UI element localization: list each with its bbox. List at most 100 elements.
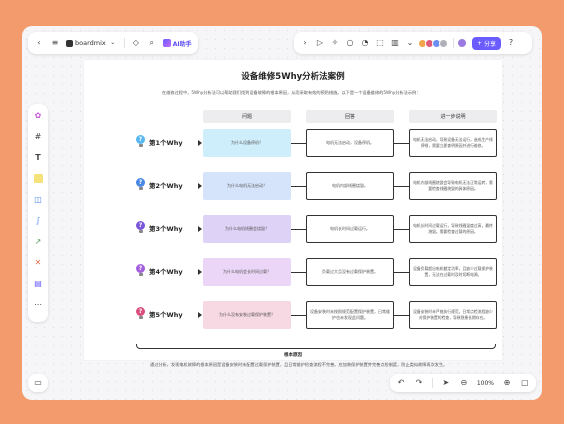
share-label: 分享 — [484, 40, 497, 48]
left-toolbar: ✿ # T ◫ ∫ ↗ ✕ ▤ ⋯ — [28, 104, 48, 322]
answer-box[interactable]: 设备安装时未按照规范配置保护装置，日常维护也未发现此问题。 — [306, 301, 394, 329]
why-label[interactable]: ? 第2个Why — [136, 178, 183, 191]
fullscreen-icon[interactable]: ▢ — [521, 378, 529, 387]
top-left-toolbar: ‹ ≡ boardmix ⌄ ◇ ⌕ AI助手 — [28, 32, 198, 54]
zoom-level[interactable]: 100% — [476, 379, 494, 387]
why-label-text: 第4个Why — [149, 267, 183, 276]
user-avatar[interactable] — [457, 38, 467, 48]
why-row: ? 第1个Why 为什么设备停机？ 电机无法启动，设备停机。 电机无法启动，导致… — [84, 128, 502, 158]
lightbulb-icon: ? — [136, 178, 145, 191]
brand-logo[interactable]: boardmix ⌄ — [66, 38, 118, 48]
help-icon[interactable]: ? — [508, 38, 514, 47]
doc-intro: 在维修过程中，5Why分析法可以帮助我们找到设备故障的根本原因，从而采取有效的预… — [162, 90, 421, 95]
question-box[interactable]: 为什么电机线圈会烧毁？ — [203, 215, 291, 243]
detail-box[interactable]: 电机无法启动，导致设备无法运行，造成生产线停顿，需要立即查明原因并进行维修。 — [409, 129, 497, 157]
conclusion-text: 通过分析，发现电机故障的根本原因是设备安装时未配置过载保护装置，且日常维护检查流… — [150, 362, 448, 367]
timer-icon[interactable]: ◔ — [361, 38, 369, 47]
why-label-text: 第1个Why — [149, 138, 183, 147]
answer-box[interactable]: 电机长时间过载运行。 — [306, 215, 394, 243]
connector-line — [394, 315, 409, 316]
detail-box[interactable]: 电机内部线圈烧毁会导致电机无法正常运转，需要检查线圈烧毁的具体原因。 — [409, 172, 497, 200]
template-icon[interactable]: ▤ — [34, 279, 42, 288]
play-icon[interactable]: ▷ — [316, 38, 324, 47]
menu-icon[interactable]: ≡ — [51, 38, 59, 47]
redo-icon[interactable]: ↷ — [415, 378, 423, 387]
minimap-toggle[interactable]: ▭ — [28, 374, 48, 392]
share-button[interactable]: + 分享 — [472, 36, 502, 50]
connector-line — [291, 272, 306, 273]
why-row: ? 第5个Why 为什么没有安装过载保护装置？ 设备安装时未按照规范配置保护装置… — [84, 300, 502, 330]
back-icon[interactable]: ‹ — [37, 38, 41, 47]
detail-box[interactable]: 设备安装时未严格执行规范，日常点检流程缺少对保护装置的检查，导致隐患长期存在。 — [409, 301, 497, 329]
vote-icon[interactable]: ⬚ — [376, 38, 384, 47]
reaction-icon[interactable]: ✧ — [331, 38, 339, 47]
avatar — [439, 38, 448, 48]
mindmap-icon[interactable]: ✕ — [34, 258, 42, 267]
chart-icon[interactable]: ▥ — [391, 38, 399, 47]
question-box[interactable]: 为什么电机会长时间过载？ — [203, 258, 291, 286]
frame-icon[interactable]: # — [34, 132, 42, 141]
connector-line — [291, 315, 306, 316]
question-box[interactable]: 为什么电机无法启动？ — [203, 172, 291, 200]
lightbulb-icon: ? — [136, 264, 145, 277]
pen-icon[interactable]: ∫ — [35, 216, 41, 225]
why-row: ? 第3个Why 为什么电机线圈会烧毁？ 电机长时间过载运行。 电机长时间过载运… — [84, 214, 502, 244]
why-row: ? 第4个Why 为什么电机会长时间过载？ 负载过大且没有过载保护装置。 设备负… — [84, 257, 502, 287]
shape-icon[interactable]: ◫ — [34, 195, 42, 204]
ai-assistant-button[interactable]: AI助手 — [162, 39, 192, 48]
app-window: ‹ ≡ boardmix ⌄ ◇ ⌕ AI助手 › ▷ ✧ ○ ◔ ⬚ ▥ ⌄ — [22, 26, 542, 400]
connector-line — [394, 229, 409, 230]
arrow-icon — [198, 140, 202, 146]
answer-box[interactable]: 电机内部线圈烧毁。 — [306, 172, 394, 200]
ai-spark-icon — [162, 39, 171, 47]
collaborator-avatars[interactable] — [418, 38, 448, 48]
pointer-icon[interactable]: ➤ — [442, 378, 450, 387]
divider — [453, 38, 454, 48]
header-detail: 进一步说明 — [409, 110, 497, 123]
why-label[interactable]: ? 第4个Why — [136, 264, 183, 277]
zoom-in-icon[interactable]: ⊕ — [503, 378, 511, 387]
expand-icon[interactable]: › — [303, 38, 307, 47]
sticky-note-icon[interactable] — [33, 173, 44, 184]
why-label-text: 第3个Why — [149, 224, 183, 233]
connector-icon[interactable]: ↗ — [34, 237, 42, 246]
answer-box[interactable]: 电机无法启动，设备停机。 — [306, 129, 394, 157]
detail-box[interactable]: 电机长时间过载运行，导致线圈温度过高，最终烧毁。需要检查过载的原因。 — [409, 215, 497, 243]
why-label[interactable]: ? 第3个Why — [136, 221, 183, 234]
arrow-icon — [198, 226, 202, 232]
comment-icon[interactable]: ○ — [346, 38, 354, 47]
tag-icon[interactable]: ◇ — [132, 38, 139, 47]
top-right-toolbar: › ▷ ✧ ○ ◔ ⬚ ▥ ⌄ + 分享 ? — [294, 32, 532, 54]
minimap-icon: ▭ — [34, 378, 42, 387]
arrow-icon — [198, 312, 202, 318]
why-label-text: 第5个Why — [149, 310, 183, 319]
more-icon[interactable]: ⋯ — [34, 300, 42, 309]
chevron-down-icon: ⌄ — [110, 39, 116, 46]
connector-line — [394, 272, 409, 273]
header-question: 问题 — [203, 110, 291, 123]
lightbulb-icon: ? — [136, 135, 145, 148]
more-apps-icon[interactable]: ⌄ — [406, 38, 414, 47]
connector-line — [291, 186, 306, 187]
why-label[interactable]: ? 第5个Why — [136, 307, 183, 320]
connector-line — [394, 186, 409, 187]
question-box[interactable]: 为什么没有安装过载保护装置？ — [203, 301, 291, 329]
text-icon[interactable]: T — [35, 153, 41, 162]
connector-line — [291, 229, 306, 230]
boardmix-logo-icon — [66, 39, 73, 47]
answer-box[interactable]: 负载过大且没有过载保护装置。 — [306, 258, 394, 286]
ai-palette-icon[interactable]: ✿ — [34, 111, 42, 120]
undo-icon[interactable]: ↶ — [397, 378, 405, 387]
question-box[interactable]: 为什么设备停机？ — [203, 129, 291, 157]
root-cause-brace — [136, 344, 496, 349]
canvas-document[interactable]: 设备维修5Why分析法案例 在维修过程中，5Why分析法可以帮助我们找到设备故障… — [84, 60, 502, 367]
lightbulb-icon: ? — [136, 221, 145, 234]
zoom-out-icon[interactable]: ⊖ — [460, 378, 468, 387]
search-icon[interactable]: ⌕ — [149, 38, 154, 47]
header-answer: 回答 — [306, 110, 394, 123]
why-label-text: 第2个Why — [149, 181, 183, 190]
root-cause-label: 根本原因 — [284, 353, 302, 358]
arrow-icon — [198, 183, 202, 189]
detail-box[interactable]: 设备负载超出电机额定功率，且缺少过载保护装置，无法在过载时及时切断电源。 — [409, 258, 497, 286]
why-label[interactable]: ? 第1个Why — [136, 135, 183, 148]
